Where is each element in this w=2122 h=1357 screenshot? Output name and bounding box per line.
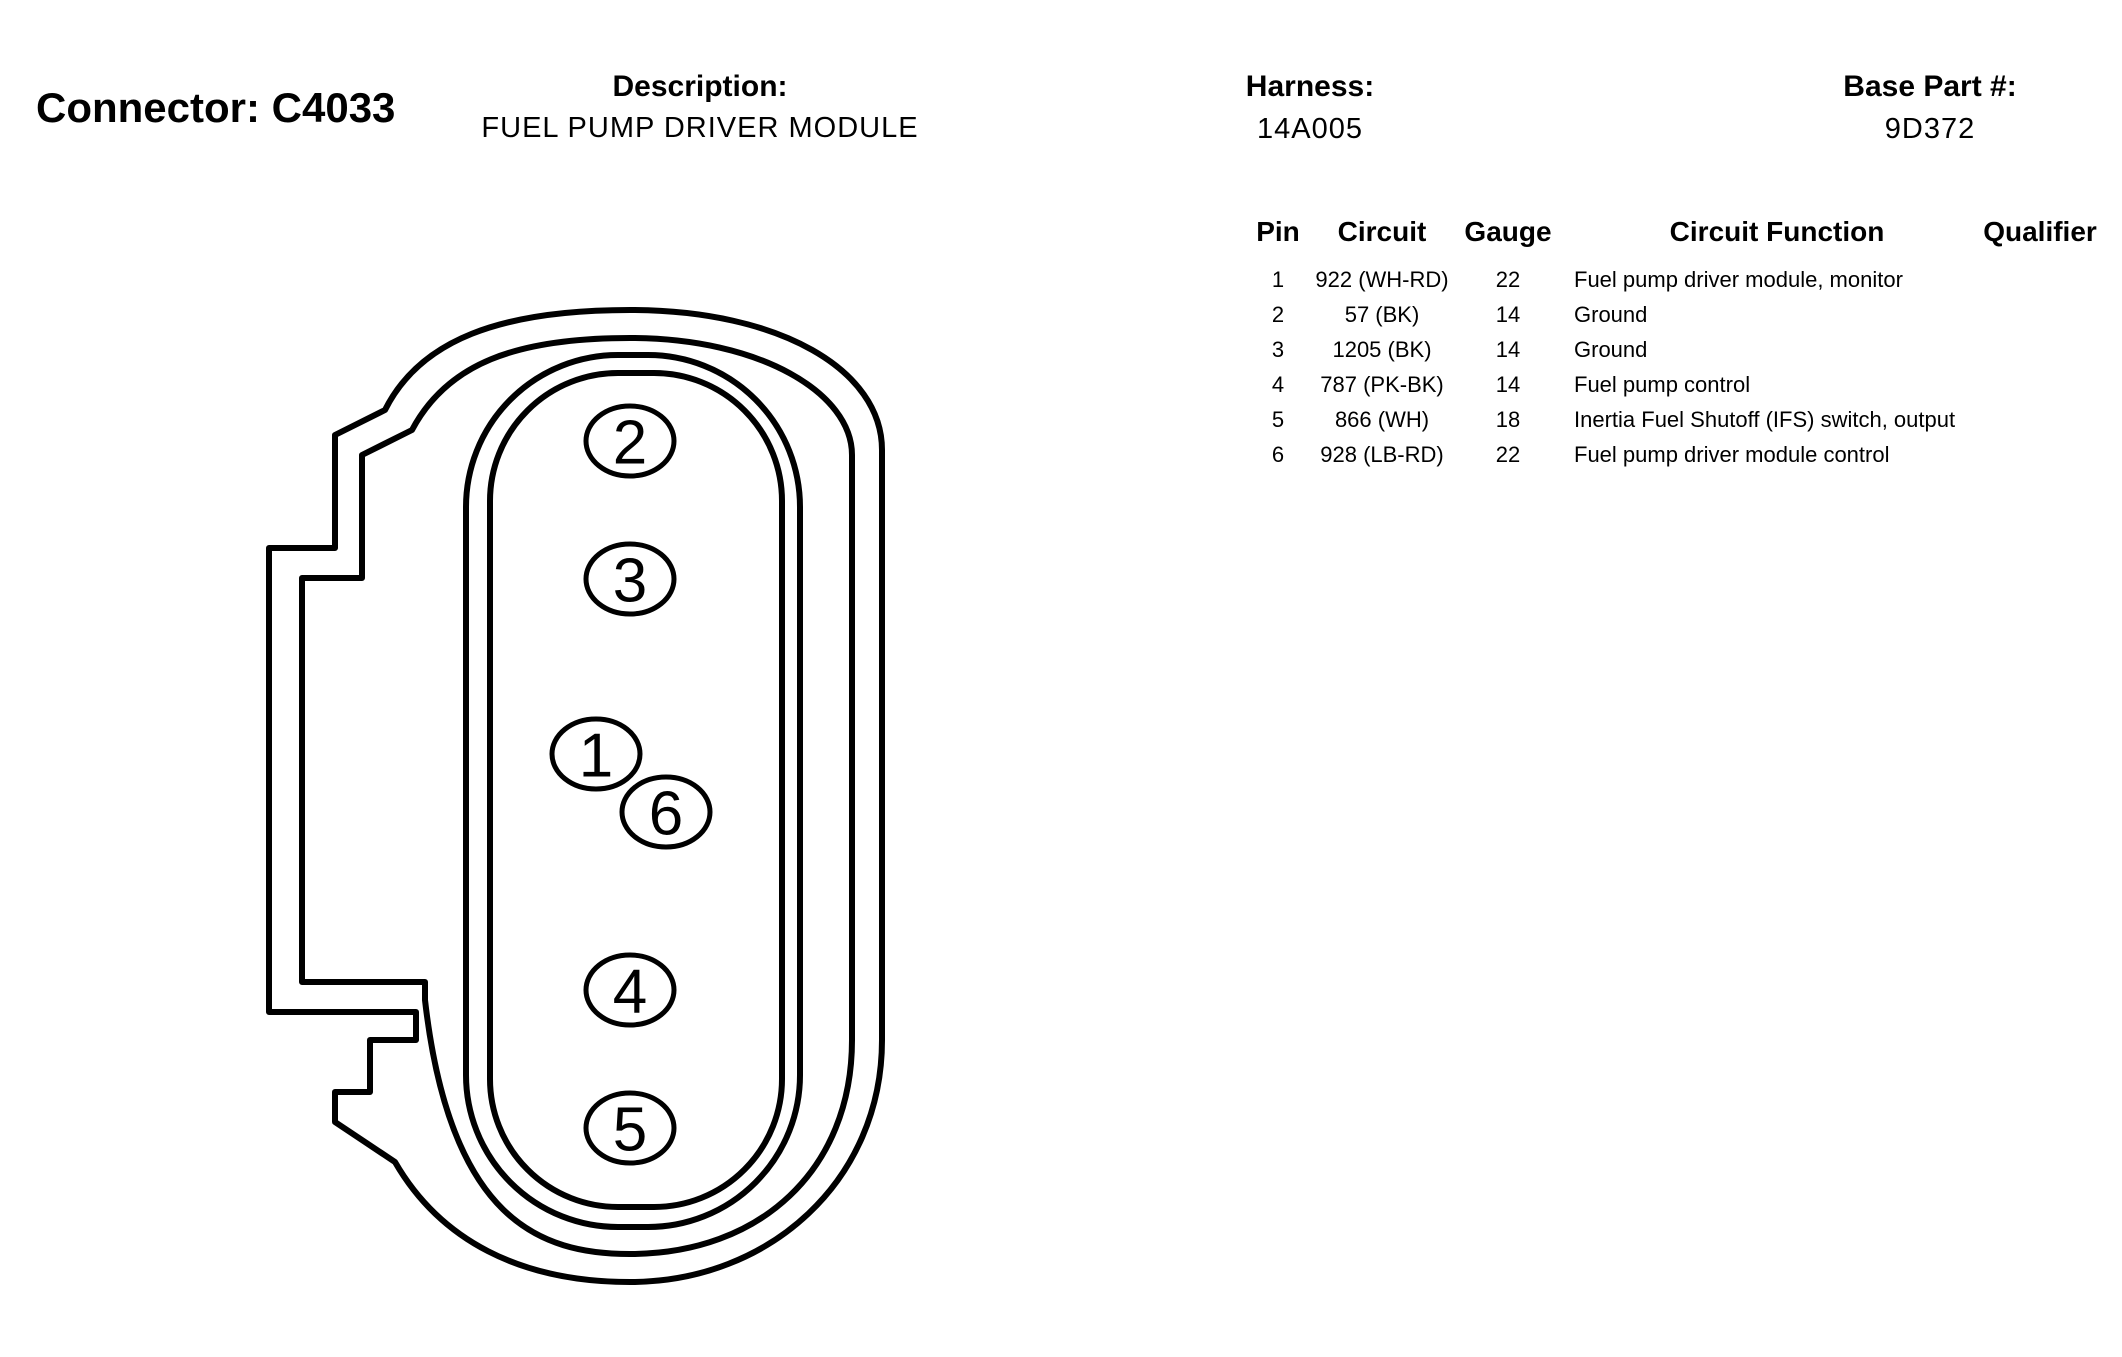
harness-label: Harness:	[1245, 70, 1375, 103]
pin-label: 2	[613, 408, 647, 477]
connector-housing-inner	[299, 335, 855, 1257]
header-qualifier: Qualifier	[1983, 216, 2097, 247]
cell-pin: 5	[1271, 406, 1285, 432]
header-pin: Pin	[1256, 216, 1300, 247]
cell-gauge: 14	[1495, 336, 1521, 362]
pin-label: 5	[613, 1095, 647, 1164]
pin-4: 4	[583, 952, 677, 1028]
cell-gauge: 18	[1495, 406, 1521, 432]
pin-6: 6	[619, 774, 713, 850]
terminal-cavity-outer	[463, 352, 803, 1230]
cell-qualifier	[1980, 262, 2100, 297]
cell-circuit: 928 (LB-RD)	[1320, 441, 1444, 467]
table-row: 6 928 (LB-RD) 22 Fuel pump driver module…	[1248, 437, 2100, 472]
cell-circuit: 922 (WH-RD)	[1315, 266, 1449, 292]
pin-table-header: Pin Circuit Gauge Circuit Function Quali…	[1248, 216, 2100, 262]
pin-2: 2	[583, 403, 677, 479]
cell-qualifier	[1980, 437, 2100, 472]
pin-label: 6	[649, 779, 683, 848]
header-gauge: Gauge	[1464, 216, 1552, 247]
cell-circuit: 1205 (BK)	[1332, 336, 1432, 362]
connector-face-diagram: 2 3 1 6 4 5	[266, 307, 885, 1285]
header-circuit-function: Circuit Function	[1669, 216, 1885, 247]
pin-label: 3	[613, 546, 647, 615]
table-row: 3 1205 (BK) 14 Ground	[1248, 332, 2100, 367]
pin-label: 4	[613, 957, 647, 1026]
cell-pin: 2	[1271, 301, 1285, 327]
cell-circuit: 57 (BK)	[1344, 301, 1420, 327]
cell-function: Fuel pump control	[1574, 371, 1751, 397]
pin-table: Pin Circuit Gauge Circuit Function Quali…	[1248, 216, 2100, 472]
pin-1: 1	[549, 716, 643, 792]
harness-value: 14A005	[1257, 113, 1363, 145]
cell-pin: 6	[1271, 441, 1285, 467]
cell-gauge: 22	[1495, 266, 1521, 292]
cell-gauge: 22	[1495, 441, 1521, 467]
pin-5: 5	[583, 1090, 677, 1166]
table-row: 1 922 (WH-RD) 22 Fuel pump driver module…	[1248, 262, 2100, 297]
cell-circuit: 866 (WH)	[1334, 406, 1430, 432]
base-part-value: 9D372	[1884, 113, 1976, 145]
connector-title: Connector: C4033	[36, 84, 396, 131]
cell-circuit: 787 (PK-BK)	[1320, 371, 1444, 397]
cell-pin: 1	[1271, 266, 1285, 292]
cell-qualifier	[1980, 332, 2100, 367]
table-row: 4 787 (PK-BK) 14 Fuel pump control	[1248, 367, 2100, 402]
header-circuit: Circuit	[1337, 216, 1427, 247]
cell-pin: 3	[1271, 336, 1285, 362]
table-row: 5 866 (WH) 18 Inertia Fuel Shutoff (IFS)…	[1248, 402, 2100, 437]
cell-pin: 4	[1271, 371, 1285, 397]
pin-3: 3	[583, 541, 677, 617]
cell-function: Ground	[1574, 301, 1648, 327]
terminal-cavity-inner	[487, 370, 785, 1210]
pin-label: 1	[579, 721, 613, 790]
cell-function: Inertia Fuel Shutoff (IFS) switch, outpu…	[1574, 406, 1956, 432]
description-value: FUEL PUMP DRIVER MODULE	[481, 112, 919, 144]
cell-qualifier	[1980, 402, 2100, 437]
cell-function: Fuel pump driver module control	[1574, 441, 1890, 467]
description-label: Description:	[612, 70, 788, 103]
connector-housing-outer	[266, 307, 885, 1285]
cell-function: Ground	[1574, 336, 1648, 362]
table-row: 2 57 (BK) 14 Ground	[1248, 297, 2100, 332]
cell-qualifier	[1980, 367, 2100, 402]
base-part-label: Base Part #:	[1843, 70, 2017, 103]
cell-function: Fuel pump driver module, monitor	[1574, 266, 1903, 292]
cell-qualifier	[1980, 297, 2100, 332]
cell-gauge: 14	[1495, 371, 1521, 397]
cell-gauge: 14	[1495, 301, 1521, 327]
